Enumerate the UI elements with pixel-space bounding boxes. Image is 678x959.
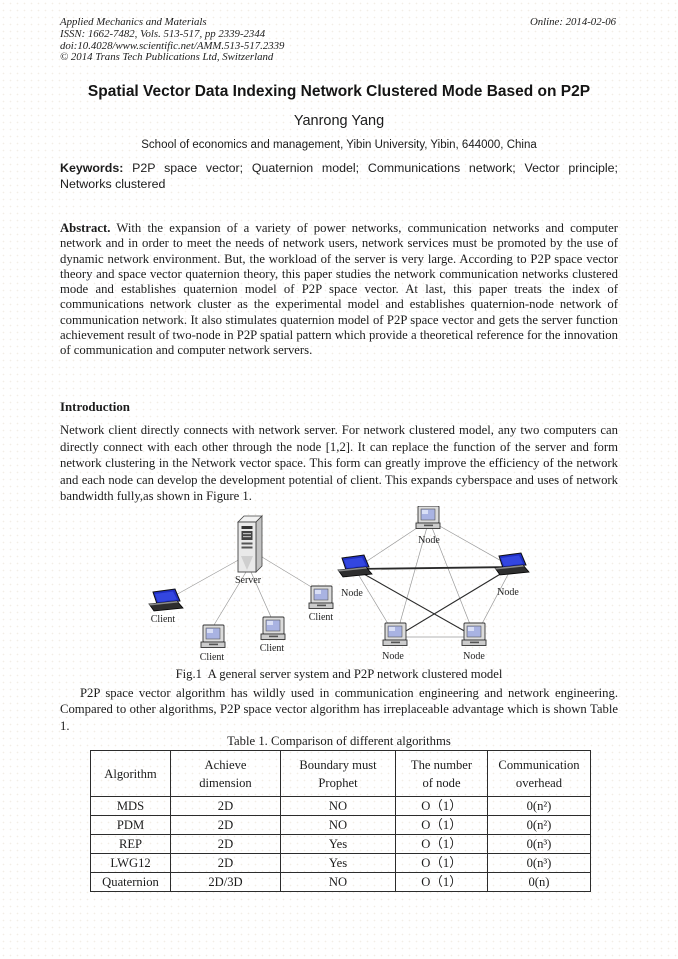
table-cell: LWG12	[90, 853, 171, 873]
journal-doi: doi:10.4028/www.scientific.net/AMM.513-5…	[60, 39, 285, 52]
table-cell: 0(n³)	[487, 834, 591, 854]
table-cell: 0(n²)	[487, 815, 591, 835]
client-label: Client	[151, 614, 176, 625]
table-cell: O（1）	[395, 796, 488, 816]
table-cell: 2D	[170, 834, 281, 854]
client-desktop-icon	[200, 624, 226, 648]
figure1: Server Client Client Client Client Node …	[138, 505, 548, 666]
node-laptop-icon	[337, 554, 373, 578]
table-cell: PDM	[90, 815, 171, 835]
table-cell: Quaternion	[90, 872, 171, 892]
paragraph-after-figure: P2P space vector algorithm has wildly us…	[60, 686, 618, 733]
p2p-links	[354, 519, 513, 638]
table-cell: O（1）	[395, 834, 488, 854]
table-cell: Yes	[280, 834, 396, 854]
node-laptop-icon	[494, 552, 530, 576]
server-label: Server	[235, 575, 262, 586]
table-header-cell: Algorithm	[90, 750, 171, 797]
table-cell: O（1）	[395, 815, 488, 835]
table-cell: NO	[280, 815, 396, 835]
table-cell: REP	[90, 834, 171, 854]
online-date: Online: 2014-02-06	[529, 16, 616, 28]
client-desktop-icon	[260, 616, 286, 640]
affiliation: School of economics and management, Yibi…	[141, 139, 537, 151]
keywords-text: P2P space vector; Quaternion model; Comm…	[60, 161, 618, 191]
table-cell: Yes	[280, 853, 396, 873]
table1-caption: Table 1. Comparison of different algorit…	[227, 734, 451, 748]
node-label: Node	[497, 587, 519, 598]
table-header-cell: The number of node	[395, 750, 488, 797]
table-header-cell: Boundary must Prophet	[280, 750, 396, 797]
introduction-paragraph: Network client directly connects with ne…	[60, 423, 618, 504]
figure1-caption: Fig.1 A general server system and P2P ne…	[175, 667, 503, 681]
node-desktop-icon	[415, 505, 441, 529]
client-label: Client	[260, 643, 285, 654]
paper-title: Spatial Vector Data Indexing Network Clu…	[87, 83, 591, 100]
table-header-cell: Achieve dimension	[170, 750, 281, 797]
table-cell: 2D/3D	[170, 872, 281, 892]
table-cell: NO	[280, 872, 396, 892]
keywords-label: Keywords:	[60, 161, 124, 175]
figure1-diagram: Server Client Client Client Client Node …	[148, 505, 530, 663]
abstract-text: With the expansion of a variety of power…	[60, 221, 618, 358]
node-desktop-icon	[461, 622, 487, 646]
table-cell: NO	[280, 796, 396, 816]
table-cell: 2D	[170, 853, 281, 873]
abstract-label: Abstract.	[60, 221, 111, 235]
table-cell: 0(n)	[487, 872, 591, 892]
node-label: Node	[382, 651, 404, 662]
server-icon	[237, 515, 263, 573]
client-laptop-icon	[148, 588, 184, 612]
client-label: Client	[200, 652, 225, 663]
server-links	[173, 553, 319, 626]
introduction-heading: Introduction	[60, 400, 130, 414]
abstract-block: Abstract. With the expansion of a variet…	[60, 221, 618, 359]
author-name: Yanrong Yang	[293, 113, 385, 129]
table-cell: 2D	[170, 796, 281, 816]
node-label: Node	[341, 588, 363, 599]
table-cell: 0(n³)	[487, 853, 591, 873]
client-label: Client	[309, 612, 334, 623]
table-header-cell: Communication overhead	[487, 750, 591, 797]
table-cell: 2D	[170, 815, 281, 835]
journal-issn: ISSN: 1662-7482, Vols. 513-517, pp 2339-…	[60, 27, 266, 40]
node-desktop-icon	[382, 622, 408, 646]
journal-copyright: © 2014 Trans Tech Publications Ltd, Swit…	[60, 51, 274, 64]
node-label: Node	[418, 535, 440, 546]
table-cell: O（1）	[395, 872, 488, 892]
keywords-block: Keywords: P2P space vector; Quaternion m…	[60, 160, 618, 192]
table-cell: O（1）	[395, 853, 488, 873]
journal-name: Applied Mechanics and Materials	[60, 16, 207, 28]
client-desktop-icon	[308, 585, 334, 609]
journal-header: Applied Mechanics and Materials ISSN: 16…	[60, 16, 490, 64]
table-cell: MDS	[90, 796, 171, 816]
table-cell: 0(n²)	[487, 796, 591, 816]
node-label: Node	[463, 651, 485, 662]
